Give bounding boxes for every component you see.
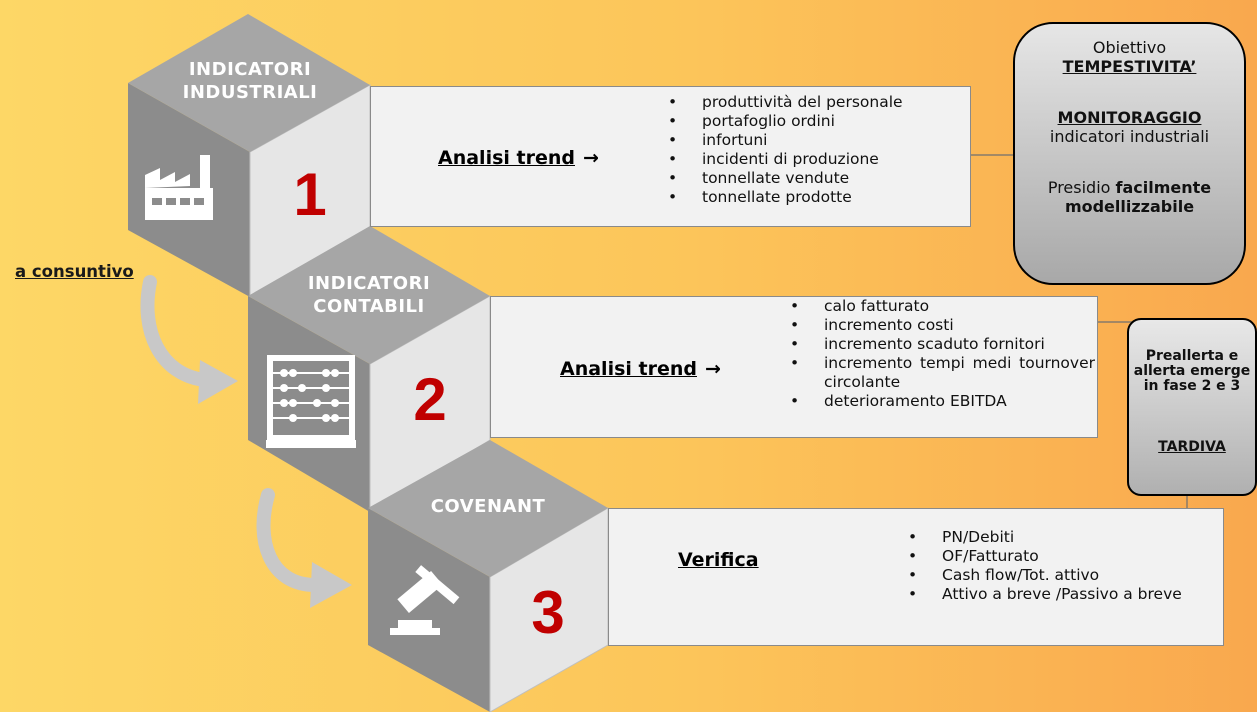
alert-line1: Preallerta e allerta emerge in fase 2 e … (1133, 348, 1251, 394)
step-number-1: 1 (293, 161, 327, 228)
cube-1-title: INDICATORI INDUSTRIALI (160, 58, 340, 104)
cube-3-title-line1: COVENANT (430, 496, 546, 517)
objective-line1: Obiettivo (1092, 38, 1167, 57)
curved-arrow-2 (256, 488, 352, 608)
analysis-trend-text-2: Analisi trend (560, 358, 697, 380)
cube-1-title-line1: INDICATORI (188, 59, 312, 80)
list-item: calo fatturato (790, 297, 1095, 316)
list-item: tonnellate prodotte (668, 188, 958, 207)
list-item: incremento costi (790, 316, 1095, 335)
analysis-trend-text-1: Analisi trend (438, 147, 575, 169)
list-item: PN/Debiti (908, 528, 1213, 547)
list-item: incremento scaduto fornitori (790, 335, 1095, 354)
list-item: Attivo a breve /Passivo a breve (908, 585, 1213, 604)
list-item: infortuni (668, 131, 958, 150)
analysis-label-3: Verifica (678, 549, 759, 571)
presidio-prefix: Presidio (1047, 178, 1116, 197)
list-item: portafoglio ordini (668, 112, 958, 131)
side-label: a consuntivo (15, 262, 134, 281)
arrow-right-icon: → (704, 358, 721, 380)
arrow-right-icon: → (582, 147, 599, 169)
presidio-bold: facilmente modellizzabile (1064, 178, 1212, 216)
cube-1-title-line2: INDUSTRIALI (182, 82, 318, 103)
alert-box: Preallerta e allerta emerge in fase 2 e … (1127, 318, 1257, 496)
list-item: tonnellate vendute (668, 169, 958, 188)
cube-1-top-face (128, 14, 370, 152)
bullet-list-3: PN/Debiti OF/Fatturato Cash flow/Tot. at… (908, 528, 1213, 604)
cube-3-left-face (368, 508, 490, 712)
objective-line2: TEMPESTIVITA’ (1062, 57, 1197, 76)
bullet-list-2: calo fatturato incremento costi incremen… (790, 297, 1095, 411)
step-number-2: 2 (413, 366, 447, 433)
list-item: deterioramento EBITDA (790, 392, 1095, 411)
list-item: produttività del personale (668, 93, 958, 112)
bullet-list-1: produttività del personale portafoglio o… (668, 93, 958, 207)
analysis-label-2: Analisi trend → (560, 358, 721, 380)
cube-2-top-face (248, 226, 490, 364)
list-item: incremento tempi medi tournover circolan… (790, 354, 1095, 392)
cube-2-title-line1: INDICATORI (307, 273, 431, 294)
alert-tardiva: TARDIVA (1158, 439, 1226, 455)
verifica-text: Verifica (678, 549, 759, 571)
cube-3 (368, 440, 609, 712)
cube-2-title-line2: CONTABILI (313, 296, 425, 317)
cube-3-top-face (368, 440, 608, 577)
cube-3-title: COVENANT (398, 495, 578, 518)
abacus-icon (266, 355, 356, 448)
list-item: OF/Fatturato (908, 547, 1213, 566)
monitoring-title: MONITORAGGIO (1057, 108, 1202, 127)
gavel-icon (390, 565, 460, 635)
curved-arrow-1 (140, 275, 238, 404)
list-item: Cash flow/Tot. attivo (908, 566, 1213, 585)
cube-2-title: INDICATORI CONTABILI (279, 272, 459, 318)
objective-box: Obiettivo TEMPESTIVITA’ MONITORAGGIO ind… (1013, 22, 1246, 285)
step-number-3: 3 (531, 579, 565, 646)
factory-icon (145, 155, 213, 220)
monitoring-subtitle: indicatori industriali (1049, 127, 1210, 146)
presidio-text: Presidio facilmente modellizzabile (1015, 178, 1244, 216)
list-item: incidenti di produzione (668, 150, 958, 169)
analysis-label-1: Analisi trend → (438, 147, 599, 169)
